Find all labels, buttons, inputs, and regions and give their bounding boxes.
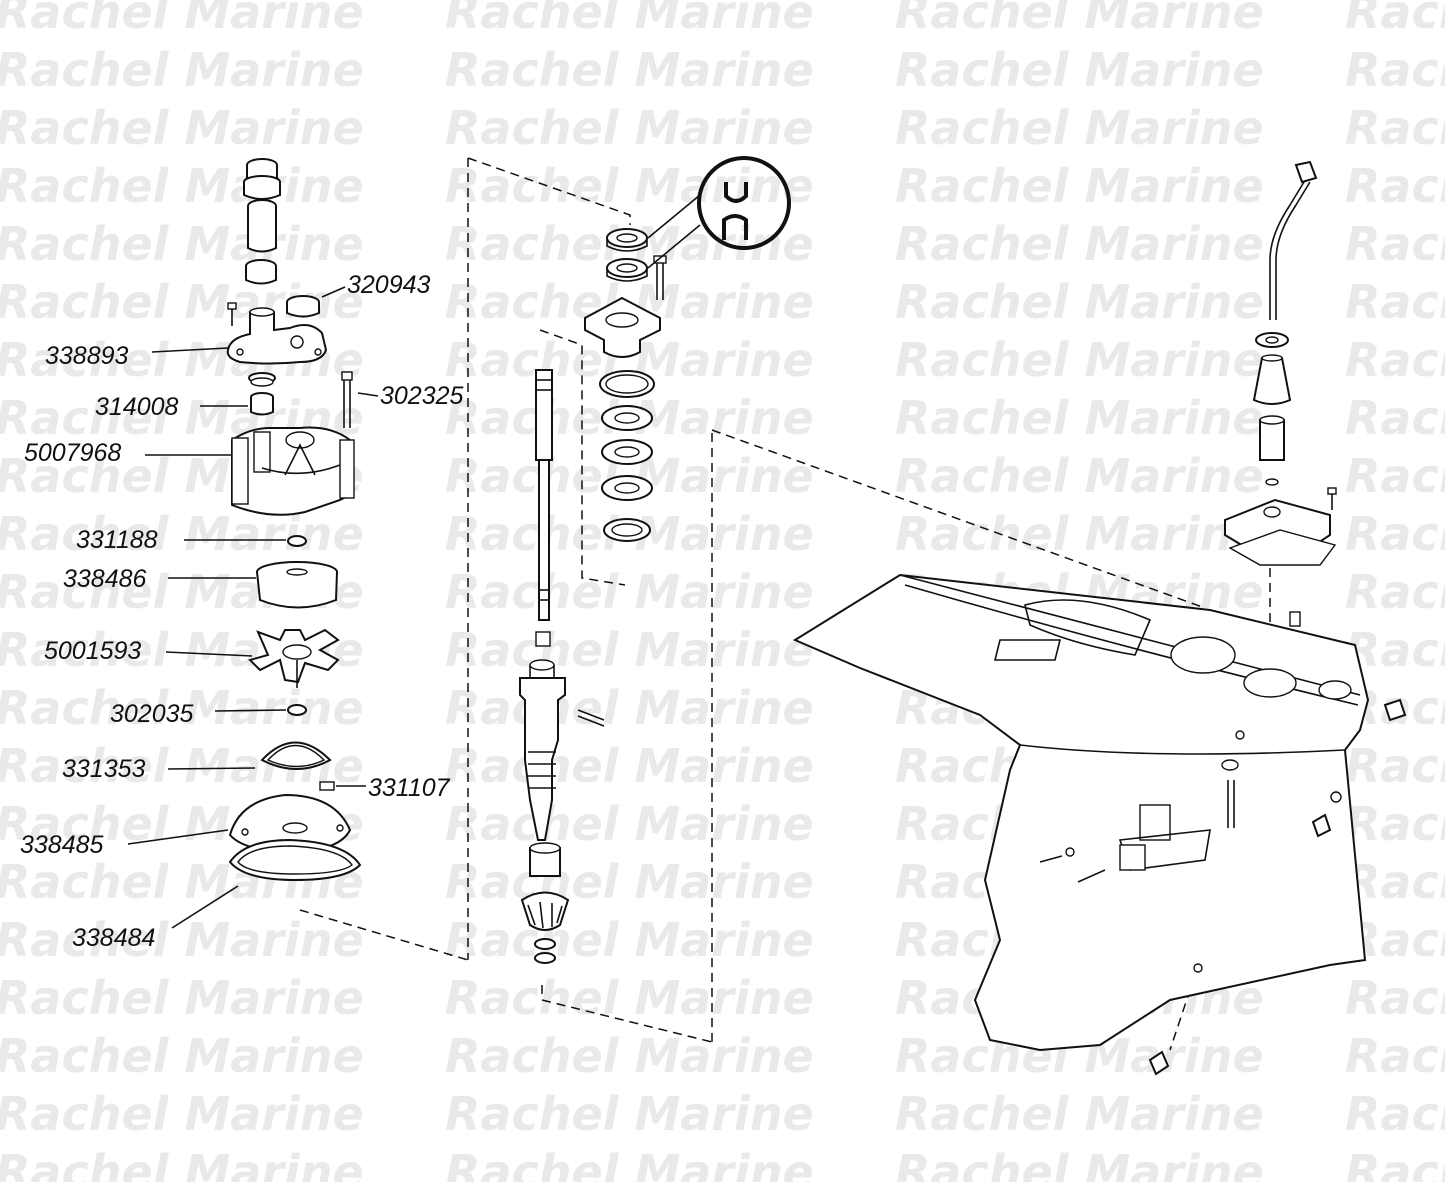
watermark-text: Rachel Marine	[1345, 507, 1445, 561]
watermark-text: Rachel Marine	[1345, 275, 1445, 329]
watermark-text: Rachel Marine	[1345, 739, 1445, 793]
watermark-text: Rachel Marine	[1345, 0, 1445, 39]
watermark-text: Rachel Marine	[445, 101, 814, 155]
watermark-text: Rachel Marine	[445, 739, 814, 793]
label-302325: 302325	[380, 382, 464, 410]
watermark-text: Rachel Marine	[0, 1087, 364, 1141]
seal-detail-callout	[647, 156, 791, 269]
label-331188: 331188	[76, 526, 158, 554]
driveshaft-stack	[519, 228, 667, 964]
watermark-text: Rachel Marine	[445, 1087, 814, 1141]
label-331353: 331353	[62, 755, 146, 783]
watermark-text: Rachel Marine	[895, 275, 1264, 329]
watermark-text: Rachel Marine	[445, 0, 814, 39]
watermark-text: Rachel Marine	[445, 1145, 814, 1182]
label-331107: 331107	[368, 774, 451, 802]
watermark-text: Rachel Marine	[0, 43, 364, 97]
label-5001593: 5001593	[44, 637, 141, 665]
watermark-text: Rachel Marine	[445, 565, 814, 619]
watermark-text: Rachel Marine	[1345, 623, 1445, 677]
watermark-text: Rachel Marine	[0, 0, 364, 39]
watermark-text: Rachel Marine	[895, 333, 1264, 387]
watermark-text: Rachel Marine	[445, 971, 814, 1025]
watermark-text: Rachel Marine	[895, 217, 1264, 271]
label-320943: 320943	[347, 271, 431, 299]
watermark-text: Rachel Marine	[445, 43, 814, 97]
watermark-text: Rachel Marine	[1345, 333, 1445, 387]
watermark-text: Rachel Marine	[1345, 159, 1445, 213]
watermark-text: Rachel Marine	[1345, 43, 1445, 97]
watermark-text: Rachel Marine	[895, 43, 1264, 97]
watermark-text: Rachel Marine	[0, 217, 364, 271]
label-302035: 302035	[110, 700, 194, 728]
watermark-text: Rachel Marine	[0, 1145, 364, 1182]
watermark-text: Rachel Marine	[895, 507, 1264, 561]
watermark-text: Rachel Marine	[445, 623, 814, 677]
watermark-text: Rachel Marine	[1345, 217, 1445, 271]
watermark-text: Rachel Marine	[1345, 1087, 1445, 1141]
label-338893: 338893	[45, 342, 129, 370]
watermark-text: Rachel Marine	[445, 159, 814, 213]
watermark-text: Rachel Marine	[895, 101, 1264, 155]
watermark-text: Rachel Marine	[0, 507, 364, 561]
part-labels: 320943 338893 302325 314008 5007968 3311…	[20, 271, 464, 952]
watermark-text: Rachel Marine	[445, 797, 814, 851]
label-338486: 338486	[63, 565, 147, 593]
watermark-text: Rachel Marine	[1345, 101, 1445, 155]
watermark-text: Rachel Marine	[445, 855, 814, 909]
watermark-text: Rachel Marine	[895, 1145, 1264, 1182]
watermark-text: Rachel Marine	[1345, 449, 1445, 503]
watermark-text: Rachel Marine	[895, 0, 1264, 39]
watermark-text: Rachel Marine	[445, 913, 814, 967]
label-338484: 338484	[72, 924, 155, 952]
watermark-text: Rachel Marine	[1345, 565, 1445, 619]
watermark-text: Rachel Marine	[1345, 1145, 1445, 1182]
leader-lines	[127, 286, 379, 929]
watermark-text: Rachel Marine	[0, 101, 364, 155]
watermark-text: Rachel Marine	[895, 449, 1264, 503]
watermark-text: Rachel Marine	[445, 681, 814, 735]
label-338485: 338485	[20, 831, 104, 859]
watermark-text: Rachel Marine	[0, 1029, 364, 1083]
watermark-text: Rachel Marine	[0, 971, 364, 1025]
shift-rod-assembly	[1224, 160, 1337, 627]
label-5007968: 5007968	[24, 439, 121, 467]
label-314008: 314008	[95, 393, 179, 421]
watermark-text: Rachel Marine	[895, 1087, 1264, 1141]
gearcase-housing	[792, 573, 1407, 1076]
watermark-text: Rachel Marine	[1345, 391, 1445, 445]
watermark-text: Rachel Marine	[895, 159, 1264, 213]
watermark-text: Rachel Marine	[1345, 971, 1445, 1025]
water-pump-stack	[226, 158, 362, 882]
watermark-text: Rachel Marine	[445, 1029, 814, 1083]
watermark-text: Rachel Marine	[1345, 855, 1445, 909]
watermark-text: Rachel Marine	[1345, 797, 1445, 851]
watermark-text: Rachel Marine	[0, 159, 364, 213]
watermark-text: Rachel Marine	[895, 391, 1264, 445]
watermark-text: Rachel Marine	[1345, 1029, 1445, 1083]
